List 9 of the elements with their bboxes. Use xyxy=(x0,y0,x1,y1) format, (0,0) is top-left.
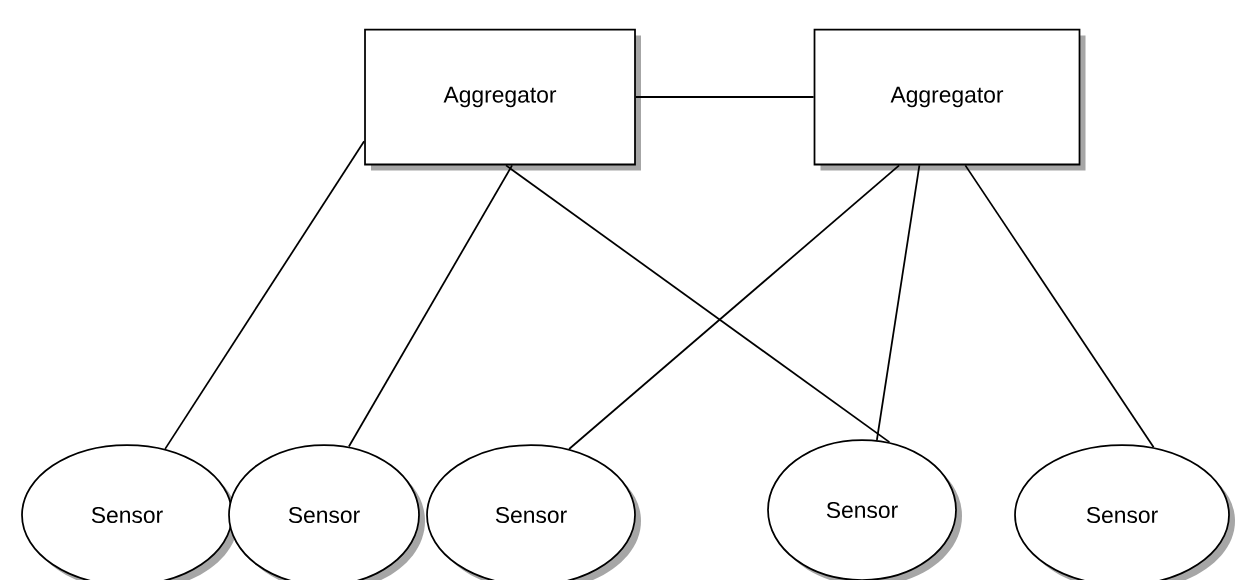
connector-line xyxy=(635,96,815,98)
connector-line xyxy=(964,164,1155,449)
connector-line xyxy=(505,164,891,444)
connector-line xyxy=(876,164,921,441)
aggregator-box: Aggregator xyxy=(364,28,641,171)
connector-line xyxy=(348,164,513,448)
connector-line xyxy=(568,164,900,450)
connector-line xyxy=(164,140,365,450)
aggregator-box: Aggregator xyxy=(813,28,1086,171)
